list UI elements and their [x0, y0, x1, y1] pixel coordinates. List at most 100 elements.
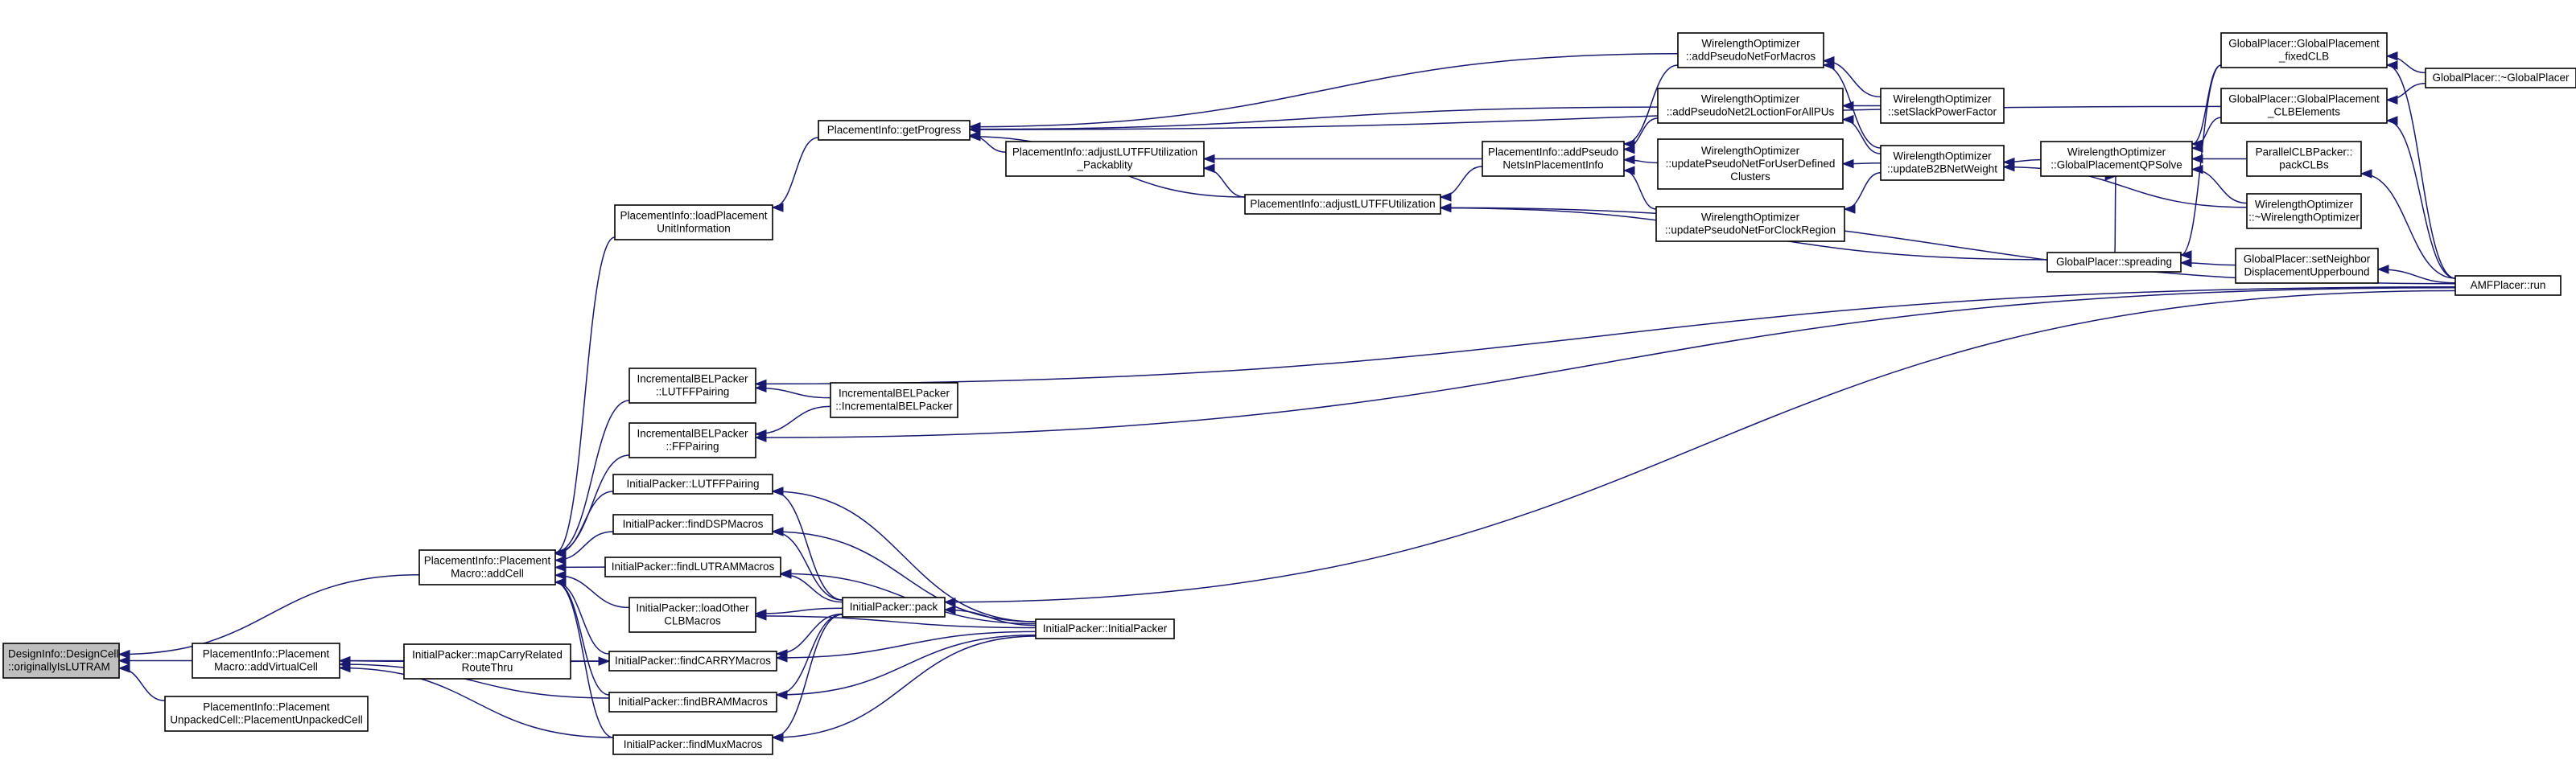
edge-root-from-unpackedCell	[118, 668, 166, 701]
node-incrementalbelpacker-incrementalbelpacker[interactable]: IncrementalBELPacker::IncrementalBELPack…	[830, 382, 958, 418]
arrowhead	[1439, 192, 1452, 202]
node-placementinfo-addpseudo-netsinplacementinfo[interactable]: PlacementInfo::addPseudoNetsInPlacementI…	[1482, 141, 1625, 177]
node-placementinfo-placement-macro-addvirtualcell[interactable]: PlacementInfo::PlacementMacro::addVirtua…	[192, 643, 340, 679]
arrowhead	[117, 655, 130, 666]
node-wirelengthoptimizer-addpseudonet2loctionforallpus[interactable]: WirelengthOptimizer::addPseudoNet2Loctio…	[1657, 88, 1844, 124]
node-initialpacker-pack[interactable]: InitialPacker::pack	[842, 597, 946, 618]
node-box	[1677, 32, 1824, 68]
node-label: WirelengthOptimizer	[1701, 145, 1800, 157]
node-label: ::updateB2BNetWeight	[1887, 163, 1997, 175]
node-placementinfo-adjustlutffutilization-packablity[interactable]: PlacementInfo::adjustLUTFFUtilization_Pa…	[1005, 141, 1205, 177]
node-initialpacker-initialpacker[interactable]: InitialPacker::InitialPacker	[1035, 618, 1175, 639]
node-box	[2220, 88, 2388, 124]
node-initialpacker-findlutrammacros[interactable]: InitialPacker::findLUTRAMMacros	[604, 557, 781, 577]
node-label: CLBMacros	[664, 615, 721, 627]
edge-addCell-from-loadPlacement	[554, 236, 616, 553]
arrowhead	[338, 663, 351, 673]
node-globalplacer-setneighbor-displacementupperbound[interactable]: GlobalPlacer::setNeighborDisplacementUpp…	[2235, 248, 2379, 284]
node-wirelengthoptimizer-updateb2bnetweight[interactable]: WirelengthOptimizer::updateB2BNetWeight	[1880, 145, 2005, 181]
node-box	[1005, 141, 1205, 177]
node-incrementalbelpacker-lutffpairing[interactable]: IncrementalBELPacker::LUTFFPairing	[629, 368, 756, 404]
edge-setNeighbor-from-amfRun	[2377, 269, 2456, 284]
node-box	[604, 557, 781, 577]
edge-findCARRY-from-initPacker	[776, 631, 1037, 659]
node-initialpacker-finddspmacros[interactable]: InitialPacker::findDSPMacros	[612, 514, 773, 535]
node-placementinfo-placement-unpackedcell-placementunpackedcell[interactable]: PlacementInfo::PlacementUnpackedCell::Pl…	[164, 696, 369, 732]
node-box	[612, 474, 773, 495]
node-parallelclbpacker-packclbs[interactable]: ParallelCLBPacker::packCLBs	[2246, 141, 2362, 177]
node-label: InitialPacker::LUTFFPairing	[626, 478, 759, 490]
node-label: GlobalPlacer::spreading	[2056, 256, 2172, 268]
node-box	[629, 422, 756, 458]
edge-pack-from-amfRun	[944, 290, 2456, 603]
node-box	[1657, 88, 1844, 124]
arrowhead	[2385, 60, 2398, 70]
edge-wlClock-from-wlB2B	[1844, 171, 1882, 210]
node-amfplacer-run[interactable]: AMFPlacer::run	[2454, 275, 2562, 296]
arrowhead	[554, 577, 567, 587]
node-label: ::updatePseudoNetForClockRegion	[1665, 224, 1836, 236]
node-initialpacker-lutffpairing[interactable]: InitialPacker::LUTFFPairing	[612, 474, 773, 495]
arrowhead	[2385, 95, 2398, 105]
arrowhead	[554, 570, 567, 581]
node-label: WirelengthOptimizer	[2067, 146, 2166, 158]
arrowhead	[771, 527, 784, 536]
node-label: ::IncrementalBELPacker	[835, 401, 953, 413]
node-wirelengthoptimizer-updatepseudonetforuserdefined-clusters[interactable]: WirelengthOptimizer::updatePseudoNetForU…	[1657, 138, 1844, 190]
node-label: _CLBElements	[2267, 106, 2340, 118]
node-globalplacer-globalplacer[interactable]: GlobalPlacer::~GlobalPlacer	[2425, 68, 2576, 88]
node-label: GlobalPlacer::setNeighbor	[2244, 253, 2371, 265]
node-label: InitialPacker::mapCarryRelated	[412, 649, 563, 661]
edge-pack-from-initPacker	[944, 609, 1037, 626]
node-box	[2, 643, 120, 679]
node-label: PlacementInfo::loadPlacement	[620, 210, 767, 222]
arrowhead	[2360, 169, 2372, 179]
node-designinfo-designcell-originallyislutram[interactable]: DesignInfo::DesignCell::originallyIsLUTR…	[2, 643, 120, 679]
node-box	[2220, 32, 2388, 68]
edge-addCell-from-loadOther	[554, 574, 630, 609]
node-box	[1880, 145, 2005, 181]
node-wirelengthoptimizer-addpseudonetformacros[interactable]: WirelengthOptimizer::addPseudoNetForMacr…	[1677, 32, 1824, 68]
node-label: WirelengthOptimizer	[1701, 38, 1800, 50]
node-label: NetsInPlacementInfo	[1502, 159, 1603, 171]
node-wirelengthoptimizer-setslackpowerfactor[interactable]: WirelengthOptimizer::setSlackPowerFactor	[1880, 88, 2005, 124]
arrowhead	[2179, 250, 2192, 260]
node-placementinfo-loadplacement-unitinformation[interactable]: PlacementInfo::loadPlacementUnitInformat…	[614, 204, 773, 240]
node-label: WirelengthOptimizer	[1701, 93, 1800, 105]
edge-addCell-from-lutffPairingInit	[554, 491, 614, 555]
node-initialpacker-findbrammacros[interactable]: InitialPacker::findBRAMMacros	[608, 692, 777, 713]
arrowhead	[598, 656, 611, 666]
node-box	[403, 643, 571, 680]
edge-addCell-from-lutffPairingInc	[554, 400, 630, 553]
node-incrementalbelpacker-ffpairing[interactable]: IncrementalBELPacker::FFPairing	[629, 422, 756, 458]
call-nodes: DesignInfo::DesignCell::originallyIsLUTR…	[2, 32, 2576, 755]
edge-addVirtualCell-from-findMux	[339, 667, 614, 738]
edge-parallelCLB-from-amfRun	[2360, 173, 2456, 279]
edge-lutffPairingInit-from-initPacker	[772, 491, 1037, 622]
node-globalplacer-globalplacement-fixedclb[interactable]: GlobalPlacer::GlobalPlacement_fixedCLB	[2220, 32, 2388, 68]
node-box	[192, 643, 340, 679]
node-initialpacker-findcarrymacros[interactable]: InitialPacker::findCARRYMacros	[608, 651, 777, 672]
edge-addCell-from-findMux	[554, 581, 614, 738]
node-initialpacker-findmuxmacros[interactable]: InitialPacker::findMuxMacros	[612, 734, 773, 755]
node-globalplacer-globalplacement-clbelements[interactable]: GlobalPlacer::GlobalPlacement_CLBElement…	[2220, 88, 2388, 124]
node-globalplacer-spreading[interactable]: GlobalPlacer::spreading	[2046, 252, 2182, 273]
node-placementinfo-adjustlutffutilization[interactable]: PlacementInfo::adjustLUTFFUtilization	[1244, 194, 1441, 215]
node-wirelengthoptimizer-wirelengthoptimizer[interactable]: WirelengthOptimizer::~WirelengthOptimize…	[2246, 193, 2362, 229]
node-label: PlacementInfo::Placement	[203, 701, 330, 713]
arrowhead	[754, 379, 767, 389]
node-placementinfo-getprogress[interactable]: PlacementInfo::getProgress	[818, 120, 971, 141]
edge-loadPlacement-from-getProgress	[772, 137, 819, 208]
edge-ffPairing-from-incBELPacker	[755, 405, 831, 435]
node-label: ::LUTFFPairing	[656, 386, 730, 398]
node-wirelengthoptimizer-updatepseudonetforclockregion[interactable]: WirelengthOptimizer::updatePseudoNetForC…	[1655, 206, 1845, 242]
node-box	[1482, 141, 1625, 177]
node-label: RouteThru	[462, 662, 513, 674]
node-wirelengthoptimizer-globalplacementqpsolve[interactable]: WirelengthOptimizer::GlobalPlacementQPSo…	[2040, 141, 2193, 177]
arrowhead	[1202, 154, 1215, 164]
edge-loadOther-from-initPacker	[755, 615, 1037, 629]
node-label: packCLBs	[2279, 159, 2329, 171]
